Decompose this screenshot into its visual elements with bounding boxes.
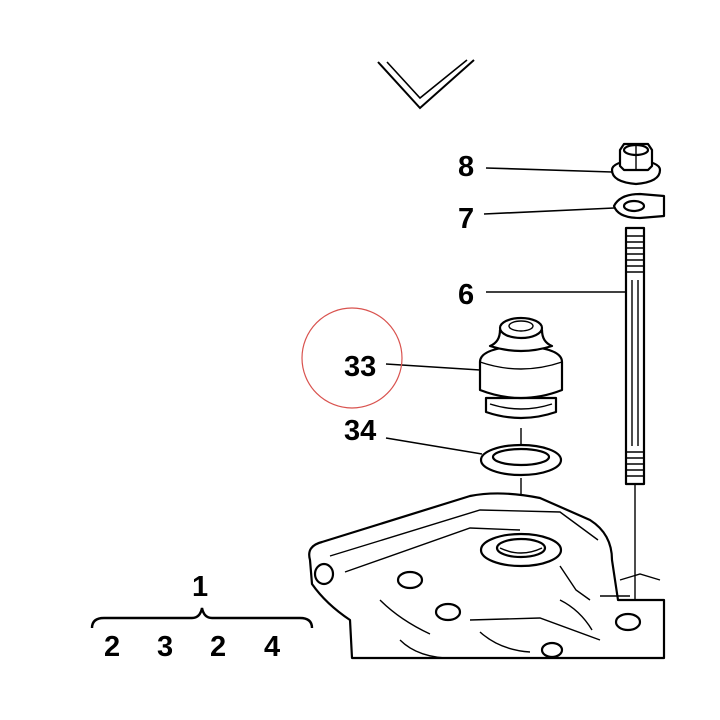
part-8-flange-nut [610, 142, 662, 186]
leader-line-7 [483, 207, 615, 215]
leader-line-8 [485, 167, 613, 173]
part-7-washer-plate [612, 192, 666, 220]
group-bracket-1 [90, 607, 314, 629]
leader-line-34 [385, 437, 483, 455]
part-6-stud-bolt [624, 226, 646, 600]
callout-6: 6 [458, 279, 474, 311]
callout-7: 7 [458, 203, 474, 235]
callout-4: 4 [264, 631, 280, 663]
top-chevron-inner [386, 59, 468, 100]
callout-8: 8 [458, 151, 474, 183]
callout-2-right: 2 [210, 631, 226, 663]
housing-casting [308, 492, 666, 660]
part-34-seal-ring [479, 443, 563, 477]
top-chevron-mark [377, 59, 475, 110]
red-circle-highlight [301, 307, 403, 409]
part-33-bushing-cap [478, 316, 564, 420]
callout-3: 3 [157, 631, 173, 663]
callout-2-left: 2 [104, 631, 120, 663]
callout-33: 33 [344, 351, 376, 383]
leader-line-33 [385, 363, 481, 371]
callout-34: 34 [344, 415, 376, 447]
callout-1: 1 [192, 571, 208, 603]
